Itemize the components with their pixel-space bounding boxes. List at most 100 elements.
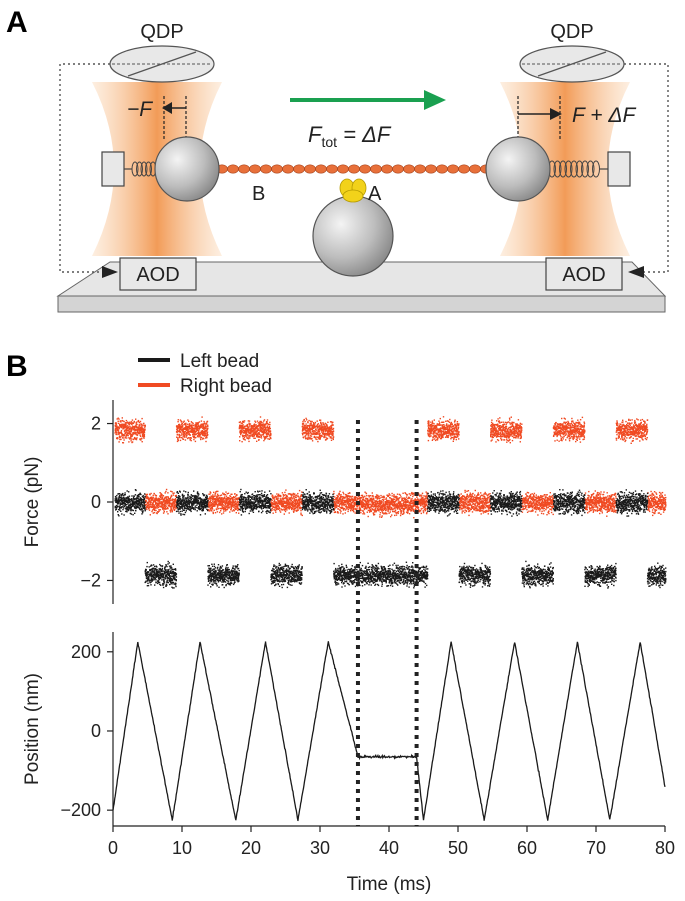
- force-point: [432, 438, 434, 440]
- force-point: [371, 499, 373, 502]
- force-point: [158, 505, 161, 507]
- force-point: [263, 429, 265, 432]
- force-point: [128, 423, 131, 425]
- force-point: [360, 512, 362, 514]
- force-point: [435, 436, 437, 439]
- force-point: [216, 490, 218, 493]
- force-point: [175, 495, 177, 498]
- force-point: [258, 435, 261, 438]
- force-point: [235, 502, 237, 504]
- force-point: [224, 505, 226, 507]
- force-point: [318, 428, 320, 431]
- force-point: [226, 501, 228, 503]
- force-point: [305, 438, 307, 440]
- force-point: [373, 513, 376, 516]
- force-point: [167, 498, 170, 500]
- force-point: [221, 513, 223, 515]
- force-point: [264, 437, 266, 439]
- force-point: [375, 504, 377, 506]
- force-point: [416, 496, 418, 499]
- force-point: [151, 510, 153, 513]
- force-point: [379, 502, 381, 505]
- force-point: [411, 493, 414, 495]
- force-point: [158, 504, 160, 506]
- force-point: [186, 429, 188, 432]
- force-point: [221, 497, 223, 500]
- force-point: [400, 506, 402, 508]
- force-point: [166, 506, 169, 509]
- force-point: [187, 428, 190, 430]
- force-point: [130, 431, 132, 433]
- force-point: [385, 508, 387, 510]
- force-point: [371, 502, 373, 504]
- force-point: [228, 507, 230, 509]
- force-point: [250, 433, 252, 435]
- force-point: [294, 499, 296, 501]
- force-point: [167, 507, 169, 510]
- force-point: [328, 429, 330, 431]
- force-point: [141, 437, 143, 440]
- force-point: [336, 498, 338, 500]
- force-point: [345, 496, 347, 498]
- force-point: [140, 432, 142, 434]
- force-point: [485, 493, 487, 495]
- force-point: [266, 432, 268, 434]
- force-point: [177, 437, 179, 439]
- force-point: [370, 501, 372, 503]
- force-point: [194, 440, 197, 443]
- force-point: [248, 437, 250, 439]
- force-point: [141, 441, 143, 443]
- force-point: [412, 509, 415, 511]
- force-y-tick-label: 2: [91, 414, 101, 434]
- force-point: [233, 501, 235, 503]
- force-point: [479, 505, 481, 507]
- force-point: [129, 438, 132, 440]
- force-point: [326, 428, 328, 430]
- force-point: [130, 428, 132, 430]
- force-point: [277, 500, 279, 503]
- force-point: [332, 438, 334, 441]
- force-point: [365, 492, 368, 495]
- force-point: [129, 433, 132, 435]
- force-point: [381, 498, 384, 501]
- force-point: [203, 433, 205, 435]
- force-point: [308, 433, 310, 435]
- force-point: [337, 493, 340, 495]
- right-wall: [600, 151, 631, 187]
- force-point: [124, 422, 127, 424]
- force-point: [281, 505, 283, 508]
- force-point: [186, 434, 188, 437]
- force-point: [444, 431, 446, 433]
- force-point: [384, 508, 386, 510]
- force-point: [297, 492, 299, 495]
- force-point: [306, 437, 308, 439]
- force-point: [165, 488, 168, 491]
- force-point: [333, 502, 336, 504]
- force-point: [348, 503, 351, 505]
- filament-monomer: [304, 164, 316, 174]
- force-point: [159, 509, 162, 511]
- force-point: [240, 425, 243, 427]
- force-point: [125, 423, 127, 426]
- force-point: [244, 427, 247, 429]
- force-point: [208, 504, 211, 506]
- force-point: [124, 432, 126, 434]
- force-point: [275, 497, 278, 499]
- force-point: [376, 503, 378, 505]
- filament-monomer: [436, 164, 448, 174]
- filament-monomer: [271, 164, 283, 174]
- force-point: [158, 501, 160, 503]
- qdp-left-label: QDP: [140, 21, 183, 43]
- force-point: [125, 425, 127, 428]
- filament-monomer: [425, 164, 437, 174]
- force-point: [198, 428, 201, 430]
- force-point: [147, 502, 149, 505]
- force-point: [465, 501, 467, 503]
- force-point: [464, 499, 467, 501]
- force-point: [397, 504, 399, 506]
- force-point: [248, 422, 250, 424]
- force-point: [328, 427, 330, 430]
- force-point: [333, 511, 336, 514]
- force-point: [321, 428, 324, 431]
- force-point: [120, 429, 123, 432]
